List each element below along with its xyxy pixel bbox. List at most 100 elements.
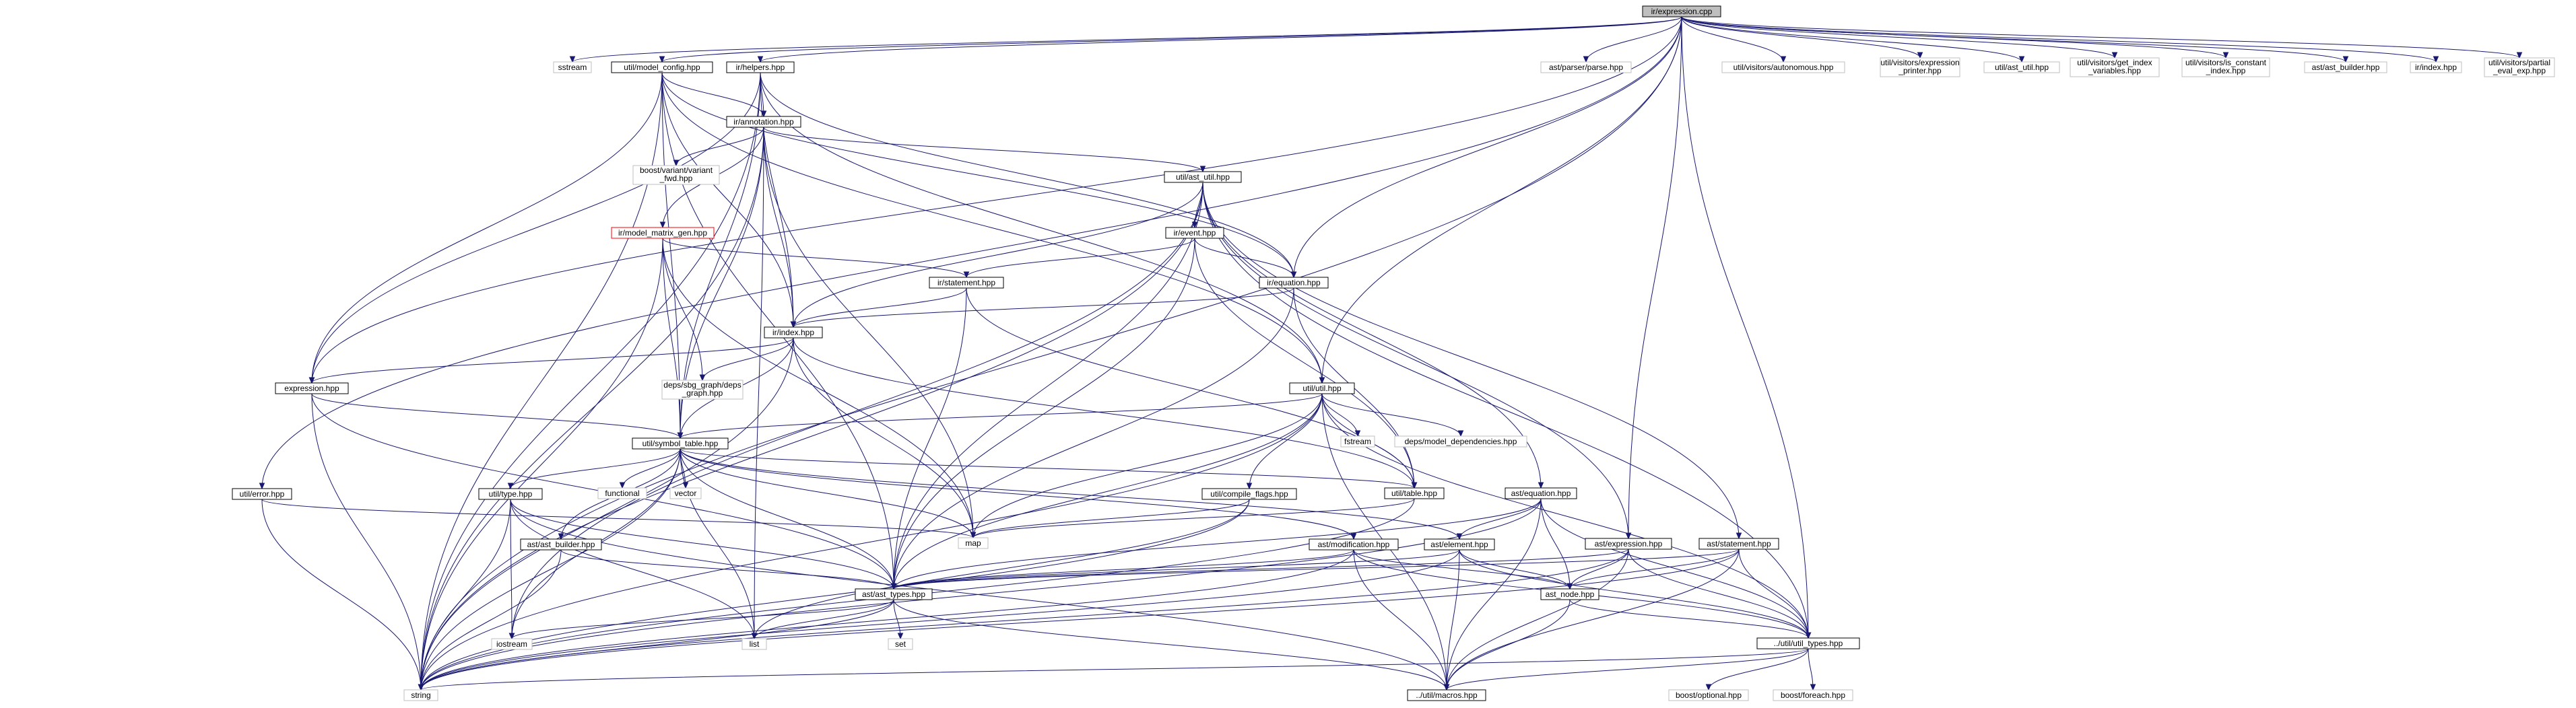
edge-arrowhead bbox=[619, 482, 626, 489]
node-ast-element[interactable]: ast/element.hpp bbox=[1424, 538, 1495, 551]
node-model-config[interactable]: util/model_config.hpp bbox=[611, 61, 713, 73]
edge-arrowhead bbox=[1443, 684, 1450, 691]
edge-root-to-ast-builder-sys bbox=[1681, 16, 2346, 63]
node-label: util/ast_util.hpp bbox=[1995, 63, 2049, 72]
node-table[interactable]: util/table.hpp bbox=[1384, 487, 1445, 499]
node-util[interactable]: util/util.hpp bbox=[1289, 382, 1355, 394]
node-list[interactable]: list bbox=[741, 638, 767, 650]
node-annotation[interactable]: ir/annotation.hpp bbox=[726, 116, 801, 128]
edge-ast-element-to-ast-node bbox=[1459, 549, 1571, 590]
node-expr-printer[interactable]: util/visitors/expression_printer.hpp bbox=[1880, 57, 1960, 77]
node-box bbox=[1164, 171, 1242, 183]
node-ast-builder[interactable]: ast/ast_builder.hpp bbox=[520, 538, 602, 551]
node-helpers[interactable]: ir/helpers.hpp bbox=[726, 61, 795, 73]
node-util-type[interactable]: util/type.hpp bbox=[478, 488, 543, 500]
edge-root-to-partial-eval bbox=[1681, 16, 2520, 59]
node-autonomous[interactable]: util/visitors/autonomous.hpp bbox=[1721, 61, 1845, 73]
node-box bbox=[275, 382, 349, 394]
edge-model-config-to-annotation bbox=[661, 72, 764, 117]
node-foreach[interactable]: boost/foreach.hpp bbox=[1773, 689, 1853, 701]
edge-model-config-to-index bbox=[661, 72, 794, 328]
node-macros[interactable]: ../util/macros.hpp bbox=[1407, 689, 1486, 701]
node-ast-expression[interactable]: ast/expression.hpp bbox=[1585, 538, 1672, 550]
node-label: ir/index.hpp bbox=[2415, 63, 2457, 72]
node-is-constant[interactable]: util/visitors/is_constant_index.hpp bbox=[2181, 57, 2270, 77]
edge-util-type-to-list bbox=[510, 499, 755, 639]
node-fstream[interactable]: fstream bbox=[1340, 435, 1375, 448]
edge-arrowhead bbox=[1805, 632, 1812, 639]
node-vector[interactable]: vector bbox=[669, 487, 702, 499]
node-box bbox=[1407, 689, 1486, 701]
edge-arrowhead bbox=[2018, 56, 2025, 63]
node-ast-util-sys[interactable]: util/ast_util.hpp bbox=[1983, 61, 2060, 73]
node-ast-equation[interactable]: ast/equation.hpp bbox=[1505, 487, 1577, 499]
node-model-deps[interactable]: deps/model_dependencies.hpp bbox=[1394, 435, 1527, 448]
edge-ast-node-to-util-types bbox=[1569, 599, 1809, 639]
node-functional[interactable]: functional bbox=[597, 487, 647, 499]
edge-arrowhead bbox=[1319, 377, 1325, 384]
node-partial-eval[interactable]: util/visitors/partial_eval_exp.hpp bbox=[2484, 57, 2555, 77]
node-model-matrix[interactable]: ir/model_matrix_gen.hpp bbox=[611, 227, 715, 239]
node-label: ast/ast_types.hpp bbox=[862, 590, 925, 599]
node-ast-builder-sys[interactable]: ast/ast_builder.hpp bbox=[2304, 61, 2387, 73]
node-label: vector bbox=[675, 489, 697, 498]
edge-ast-expression-to-ast-types bbox=[893, 548, 1629, 590]
node-box bbox=[2484, 57, 2555, 77]
node-statement-ir[interactable]: ir/statement.hpp bbox=[929, 277, 1004, 289]
edge-util-to-model-deps bbox=[1321, 393, 1461, 437]
edge-arrowhead bbox=[659, 221, 666, 229]
node-parse[interactable]: ast/parser/parse.hpp bbox=[1540, 61, 1632, 73]
edge-ast-statement-to-string bbox=[420, 548, 1740, 691]
edge-symbol-table-to-util-type bbox=[510, 448, 681, 489]
edge-ast-types-to-macros bbox=[893, 599, 1447, 691]
edge-arrowhead bbox=[558, 533, 564, 540]
node-get-index[interactable]: util/visitors/get_index_variables.hpp bbox=[2070, 57, 2160, 77]
node-compile-flags[interactable]: util/compile_flags.hpp bbox=[1201, 488, 1297, 500]
node-ast-util[interactable]: util/ast_util.hpp bbox=[1164, 171, 1242, 183]
edge-helpers-to-symbol-table bbox=[680, 72, 761, 439]
node-variant[interactable]: boost/variant/variant_fwd.hpp bbox=[632, 165, 720, 185]
node-equation-ir[interactable]: ir/equation.hpp bbox=[1259, 277, 1329, 289]
node-ir-index-sys[interactable]: ir/index.hpp bbox=[2410, 61, 2462, 73]
node-box bbox=[741, 638, 767, 650]
node-ast-statement[interactable]: ast/statement.hpp bbox=[1698, 538, 1779, 550]
node-box bbox=[2410, 61, 2462, 73]
edge-symbol-table-to-table bbox=[680, 448, 1415, 489]
node-iostream[interactable]: iostream bbox=[491, 638, 533, 650]
node-string[interactable]: string bbox=[403, 689, 438, 701]
node-box bbox=[611, 61, 713, 73]
node-label: util/compile_flags.hpp bbox=[1210, 489, 1288, 499]
node-expression-hpp[interactable]: expression.hpp bbox=[275, 382, 349, 394]
node-ast-node[interactable]: ast_node.hpp bbox=[1540, 588, 1599, 600]
edge-model-config-to-string bbox=[420, 72, 663, 691]
node-label: ast/element.hpp bbox=[1430, 540, 1488, 549]
edge-root-to-util-error bbox=[261, 16, 1682, 489]
edge-compile-flags-to-map bbox=[972, 499, 1250, 538]
node-root[interactable]: ir/expression.cpp bbox=[1642, 5, 1721, 17]
edge-root-to-equation-ir bbox=[1293, 16, 1682, 278]
edge-model-matrix-to-map bbox=[662, 238, 974, 538]
edge-annotation-to-ast-util bbox=[763, 127, 1203, 172]
edge-annotation-to-index bbox=[763, 127, 794, 328]
edge-arrowhead bbox=[569, 56, 576, 63]
node-box bbox=[726, 61, 795, 73]
node-event[interactable]: ir/event.hpp bbox=[1165, 227, 1224, 239]
node-optional[interactable]: boost/optional.hpp bbox=[1668, 689, 1749, 701]
edge-ast-statement-to-ast-node bbox=[1569, 548, 1740, 590]
node-box bbox=[1259, 277, 1329, 289]
node-symbol-table[interactable]: util/symbol_table.hpp bbox=[632, 437, 729, 450]
edge-root-to-get-index bbox=[1681, 16, 2115, 59]
node-ast-types[interactable]: ast/ast_types.hpp bbox=[855, 588, 933, 600]
node-util-types[interactable]: ../util/util_types.hpp bbox=[1756, 637, 1860, 649]
edge-index-to-map bbox=[793, 337, 974, 538]
node-sstream[interactable]: sstream bbox=[553, 61, 592, 73]
node-label: ir/equation.hpp bbox=[1267, 278, 1321, 287]
node-box bbox=[1165, 227, 1224, 239]
edge-util-type-to-ast-types bbox=[510, 499, 894, 590]
node-ast-modification[interactable]: ast/modification.hpp bbox=[1309, 538, 1399, 551]
node-map[interactable]: map bbox=[958, 537, 989, 549]
node-index[interactable]: ir/index.hpp bbox=[764, 326, 823, 339]
node-sbg[interactable]: deps/sbg_graph/deps_graph.hpp bbox=[661, 380, 744, 400]
node-set[interactable]: set bbox=[888, 638, 913, 650]
node-util-error[interactable]: util/error.hpp bbox=[232, 488, 292, 500]
